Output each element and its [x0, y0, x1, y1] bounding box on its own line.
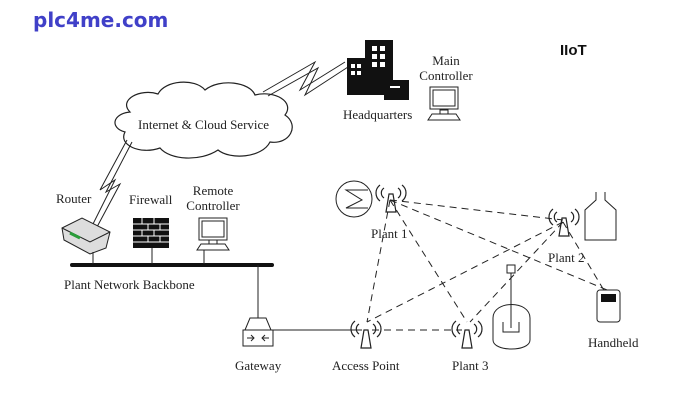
- gateway-icon: [242, 317, 274, 347]
- reactor-icon: [492, 264, 531, 350]
- plant2-label: Plant 2: [548, 250, 585, 265]
- main-controller-icon: [427, 86, 461, 121]
- router-icon: [61, 217, 111, 255]
- tower-access-point-icon: [350, 320, 382, 349]
- handheld-icon: [596, 289, 621, 323]
- handheld-label: Handheld: [588, 335, 639, 350]
- wan-link-hq: [262, 60, 346, 93]
- site-brand: plc4me.com: [33, 8, 169, 32]
- tower-plant2-icon: [548, 208, 580, 237]
- remote-controller-label-2: Controller: [186, 198, 240, 213]
- headquarters-label: Headquarters: [343, 107, 413, 122]
- cloud-label: Internet & Cloud Service: [138, 117, 270, 132]
- tower-plant1-icon: [375, 184, 407, 213]
- access-point-label: Access Point: [332, 358, 400, 373]
- firewall-icon: [133, 218, 169, 248]
- wireless-links: [366, 199, 613, 331]
- router-label: Router: [56, 191, 92, 206]
- headquarters-icon: [347, 40, 409, 100]
- plant1-label: Plant 1: [371, 226, 408, 241]
- heat-exchanger-icon: [335, 180, 373, 218]
- wan-link-router: [84, 139, 128, 241]
- remote-controller-label-1: Remote: [192, 183, 234, 198]
- tower-plant3-icon: [451, 320, 483, 349]
- main-controller-label-2: Controller: [419, 68, 473, 83]
- gateway-label: Gateway: [235, 358, 282, 373]
- main-controller-label-1: Main: [432, 53, 460, 68]
- backbone-label: Plant Network Backbone: [64, 277, 195, 292]
- cloud-shape: [114, 81, 293, 159]
- remote-controller-icon: [196, 217, 230, 251]
- firewall-label: Firewall: [129, 192, 173, 207]
- diagram-title: IIoT: [560, 42, 587, 59]
- plant3-label: Plant 3: [452, 358, 489, 373]
- tank-icon: [584, 192, 617, 241]
